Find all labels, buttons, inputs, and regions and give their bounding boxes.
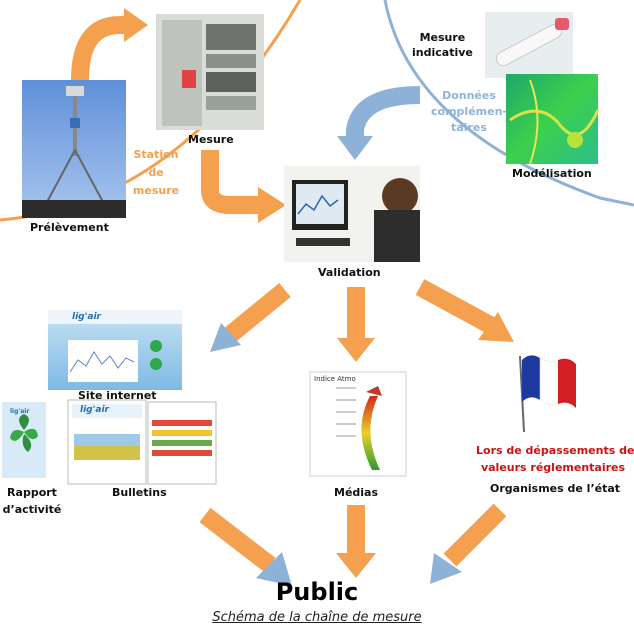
donnees-label: Données complémen- taires: [431, 89, 507, 134]
arrow-head-3: [337, 136, 373, 160]
rapport-label: Rapport d’activité: [2, 486, 62, 516]
pollution-index-gauge: [309, 371, 407, 477]
bulletins-label: Bulletins: [112, 486, 167, 499]
public-title: Public: [275, 578, 359, 606]
site-logo: lig'air: [72, 312, 101, 322]
depassement-label: Lors de dépassements de valeurs réglemen…: [476, 444, 634, 474]
arrow-head-1: [124, 8, 148, 42]
arrow-validation-to-site: [210, 283, 291, 352]
index-title: Indice Atmo: [314, 375, 356, 383]
report-logo: lig'air: [10, 408, 30, 415]
arrow-bulletins-to-public: [199, 507, 292, 586]
prelevement-label: Prélèvement: [30, 221, 109, 234]
arrow-organismes-to-public: [430, 503, 507, 584]
bulletin-logo: lig'air: [80, 405, 109, 415]
medias-label: Médias: [334, 486, 379, 499]
arrow-medias-to-public: [336, 505, 376, 578]
arrow-data-to-validation: [346, 86, 421, 140]
arrow-prelevement-to-mesure: [71, 16, 128, 81]
pollution-map-photo: [506, 74, 600, 165]
figure-caption: Schéma de la chaîne de mesure: [212, 610, 422, 625]
organismes-label: Organismes de l’état: [490, 482, 621, 495]
air-sampler-photo: [22, 80, 126, 218]
validation-label: Validation: [318, 266, 381, 279]
website-screenshot: [48, 310, 182, 390]
lab-rack-photo: [156, 14, 264, 130]
modelisation-label: Modélisation: [512, 167, 592, 180]
data-boundary-curve: [383, 0, 634, 207]
site-internet-label: Site internet: [78, 389, 157, 402]
station-label: Station de mesure: [132, 148, 180, 197]
tube-photo: [485, 12, 573, 78]
arrow-head-2: [258, 187, 286, 223]
arrow-validation-to-medias: [337, 287, 375, 362]
arrow-validation-to-organismes: [415, 279, 514, 342]
mesure-label: Mesure: [188, 133, 234, 146]
computer-workstation-photo: [284, 166, 420, 262]
mesure-indicative-label: Mesure indicative: [412, 31, 473, 59]
french-flag: [519, 355, 576, 433]
arrow-mesure-to-validation: [201, 150, 262, 214]
bulletin-pages: [67, 399, 217, 485]
report-cover: [2, 402, 46, 478]
